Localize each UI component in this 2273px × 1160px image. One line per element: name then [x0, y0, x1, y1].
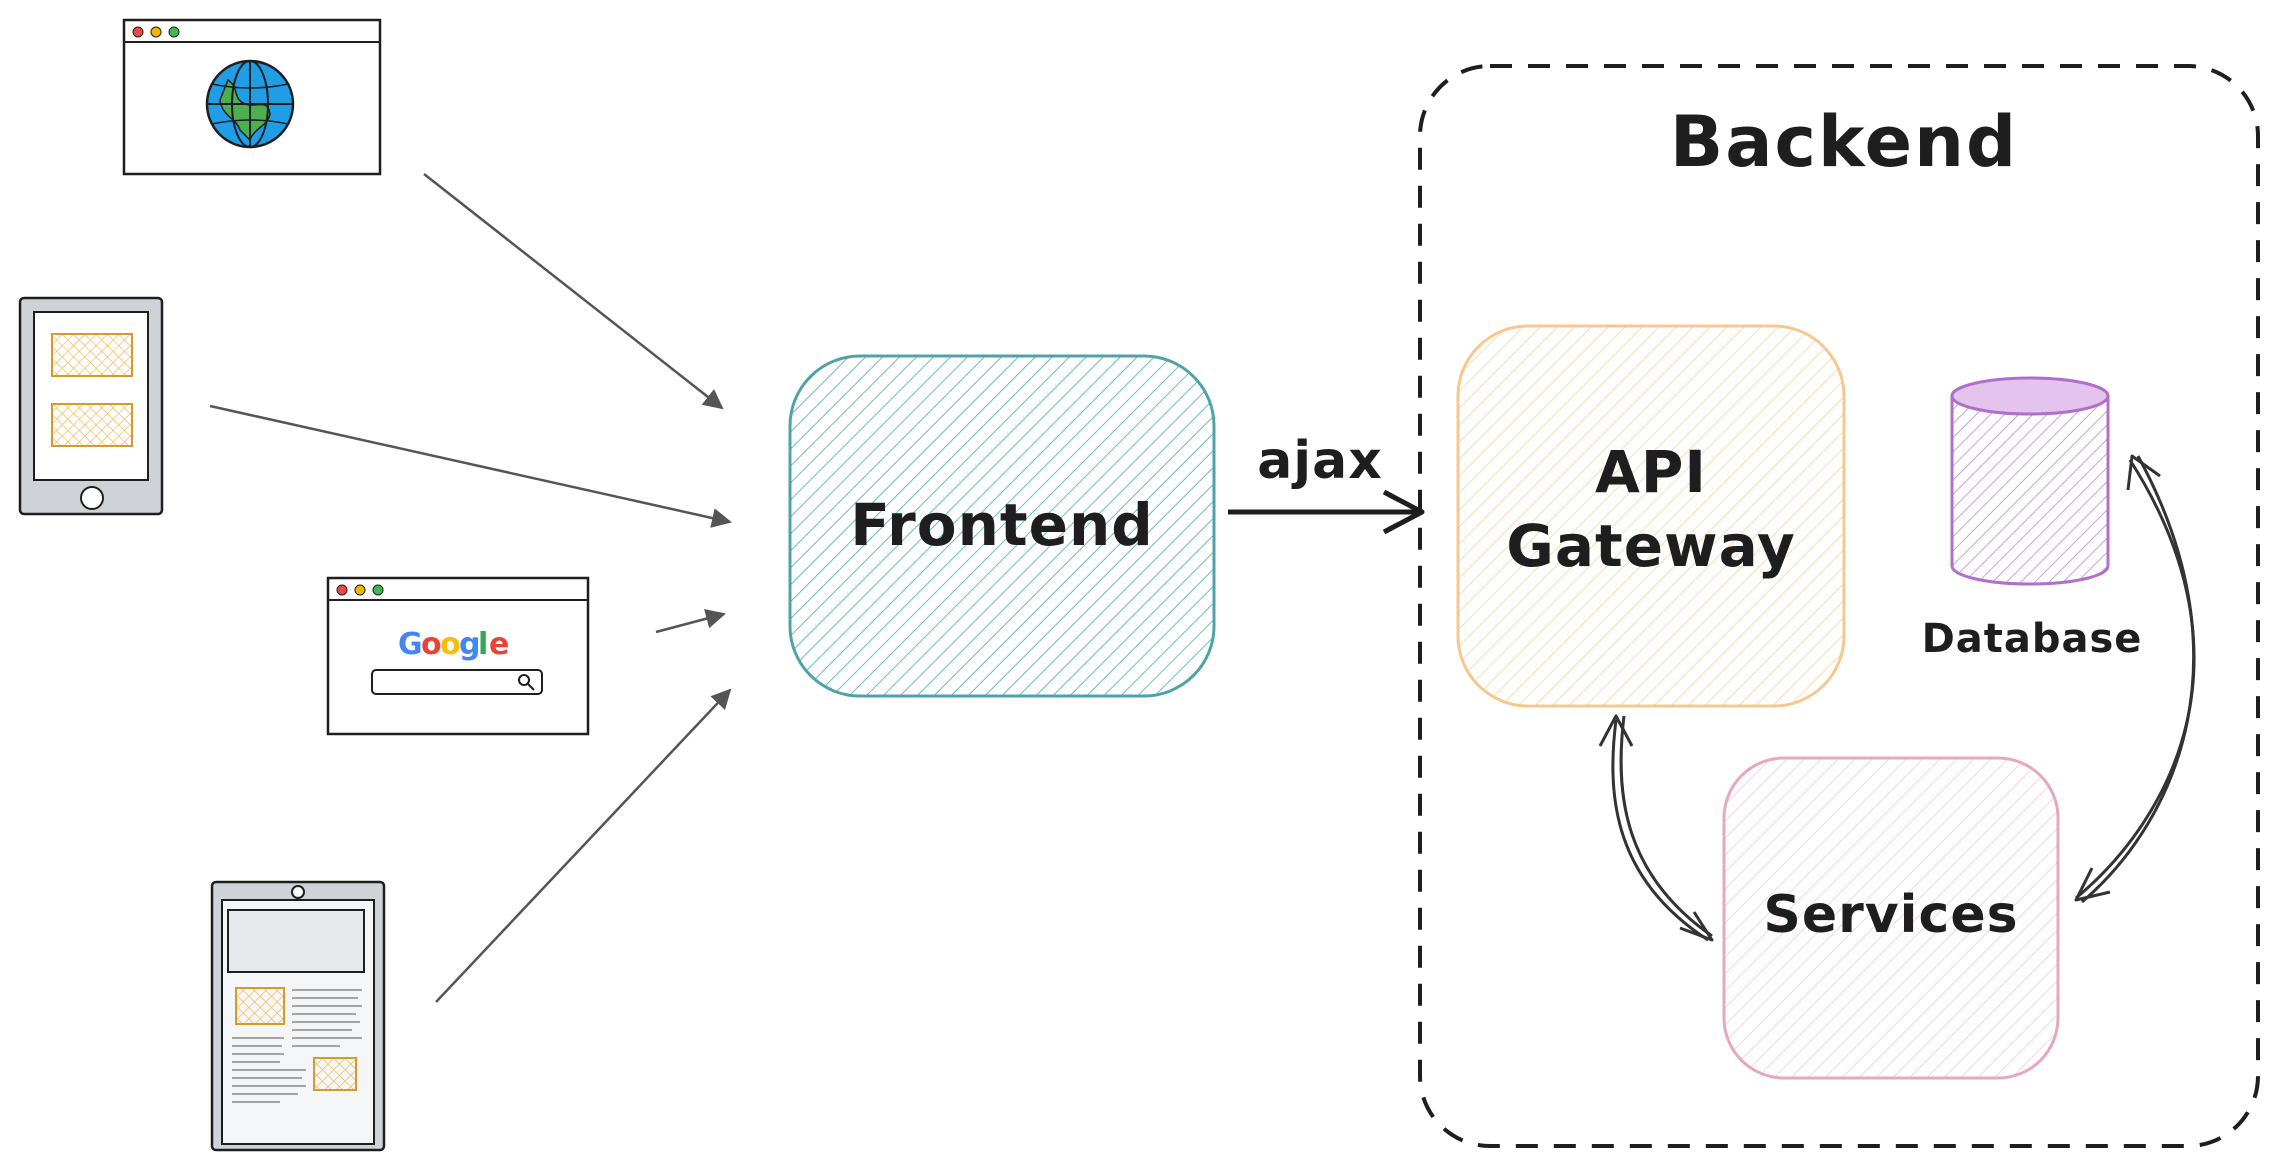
- google-logo: G o o g l e: [398, 627, 509, 662]
- client-arrows: [209, 173, 732, 1003]
- gateway-label-line2: Gateway: [1506, 512, 1796, 580]
- database-label: Database: [1922, 616, 2143, 662]
- arrow-browser-to-frontend: [423, 173, 724, 410]
- services-database-arrow: [2074, 454, 2196, 904]
- globe-icon: [205, 59, 295, 149]
- svg-text:o: o: [440, 627, 461, 662]
- ajax-label: ajax: [1257, 431, 1383, 491]
- gateway-label-line1: API: [1595, 438, 1707, 506]
- browser-globe-client: [122, 18, 382, 176]
- svg-text:l: l: [478, 627, 488, 662]
- services-label: Services: [1763, 885, 2018, 945]
- backend-container: Backend: [1418, 64, 2260, 1148]
- svg-text:g: g: [459, 627, 480, 662]
- mobile-phone-client: [18, 296, 164, 516]
- arrow-mobile-to-frontend: [209, 404, 732, 528]
- backend-title: Backend: [1670, 101, 2018, 183]
- svg-text:e: e: [489, 627, 509, 662]
- frontend-label: Frontend: [850, 491, 1154, 559]
- arrow-search-to-frontend: [655, 608, 726, 634]
- api-gateway-box: API Gateway: [1456, 324, 1846, 708]
- tablet-client: [210, 880, 386, 1152]
- services-box: Services: [1722, 756, 2060, 1080]
- svg-text:G: G: [398, 627, 423, 662]
- browser-search-client: G o o g l e: [326, 576, 590, 736]
- svg-text:o: o: [421, 627, 442, 662]
- search-icon: [518, 674, 535, 691]
- ajax-arrow: ajax: [1228, 431, 1425, 535]
- gateway-services-arrow: [1598, 714, 1714, 942]
- database-cylinder: Database: [1922, 376, 2143, 662]
- frontend-box: Frontend: [788, 354, 1216, 698]
- arrow-tablet-to-frontend: [435, 688, 732, 1003]
